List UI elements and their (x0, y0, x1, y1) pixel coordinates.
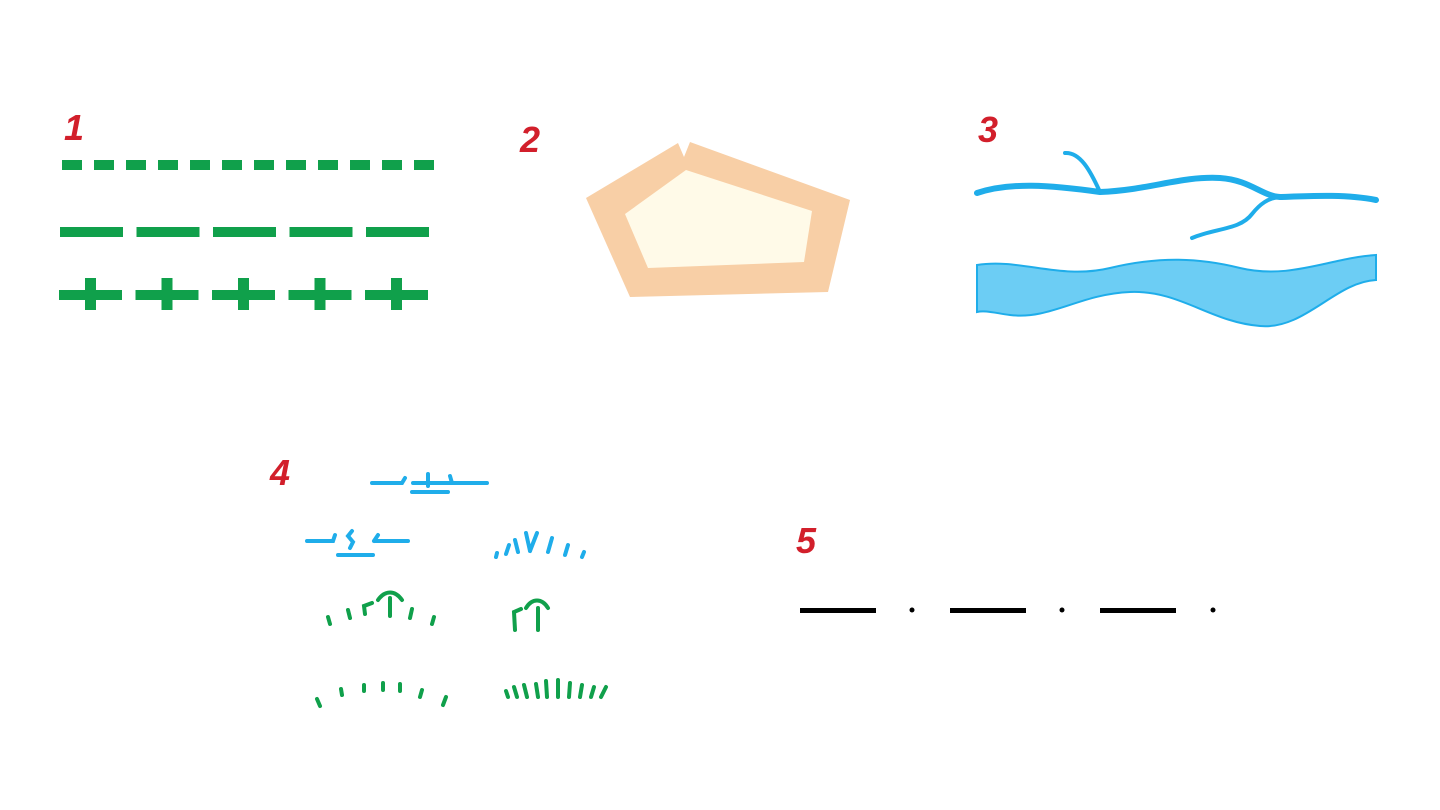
dash (800, 608, 876, 613)
marsh-vegetation-symbols (305, 472, 608, 708)
dot (1210, 607, 1216, 613)
long-dash (136, 227, 200, 237)
short-dash-line (62, 160, 434, 170)
short-dash (126, 160, 146, 170)
marsh-symbol-2 (305, 529, 410, 557)
area-polygon-symbol (586, 142, 850, 297)
cross-line (59, 278, 428, 310)
label-5: 5 (796, 520, 817, 561)
label-4: 4 (269, 452, 290, 493)
stream-line (974, 174, 1379, 203)
green-boundary-symbols (59, 160, 434, 310)
cross-mark (135, 278, 199, 310)
grass-symbol-2 (511, 598, 550, 632)
dash-dot-line (800, 607, 1216, 613)
cross-stem (161, 278, 173, 310)
grass-symbol-3 (315, 681, 448, 708)
river-symbols (974, 151, 1379, 328)
short-dash (318, 160, 338, 170)
short-dash (190, 160, 210, 170)
cross-mark (59, 278, 122, 310)
long-dash (60, 227, 123, 237)
dot (1059, 607, 1065, 613)
short-dash (350, 160, 370, 170)
cross-stem (238, 278, 249, 310)
marsh-symbol-1 (370, 472, 489, 494)
short-dash (94, 160, 114, 170)
cross-stem (314, 278, 326, 310)
short-dash (382, 160, 402, 170)
long-dash (213, 227, 276, 237)
dash (950, 608, 1026, 613)
short-dash (222, 160, 242, 170)
grass-symbol-4 (504, 678, 608, 699)
short-dash (254, 160, 274, 170)
cross-mark (288, 278, 352, 310)
dot (909, 607, 915, 613)
short-dash (158, 160, 178, 170)
reed-symbol (494, 531, 586, 559)
stream-branch (1190, 195, 1282, 240)
long-dash-line (60, 227, 429, 237)
short-dash (286, 160, 306, 170)
label-2: 2 (519, 119, 540, 160)
polygon-inner-fill (625, 170, 812, 268)
dash (1100, 608, 1176, 613)
short-dash (414, 160, 434, 170)
cross-mark (365, 278, 428, 310)
cross-stem (85, 278, 96, 310)
cross-mark (212, 278, 275, 310)
grass-symbol-1 (326, 590, 436, 626)
cross-stem (391, 278, 402, 310)
stream-branch (1063, 151, 1102, 194)
long-dash (289, 227, 353, 237)
long-dash (366, 227, 429, 237)
wide-river (976, 253, 1377, 328)
short-dash (62, 160, 82, 170)
label-1: 1 (64, 107, 84, 148)
label-3: 3 (978, 109, 998, 150)
